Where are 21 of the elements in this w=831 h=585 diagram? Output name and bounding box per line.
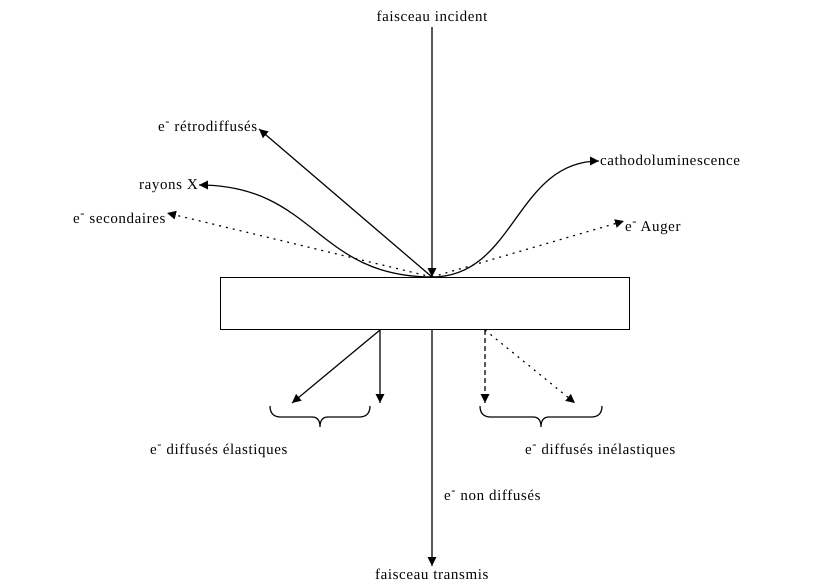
emission-label: e$^{-}$ diffusés élastiques [150,436,288,459]
arrow [258,128,432,278]
emission-label: e$^{-}$ diffusés inélastiques [525,436,676,459]
dotted-arrow [432,219,624,278]
dotted-arrow [166,210,432,278]
arrow [292,330,380,404]
arrow [198,181,432,278]
emission-label: e$^{-}$ Auger [625,212,682,236]
beam-label: faisceau incident [376,8,488,26]
arrow [376,330,384,403]
emission-label: e$^{-}$ rétrodiffusés [158,112,258,136]
dotted-arrow [484,330,576,404]
emission-label: cathodoluminescence [600,152,741,170]
arrow [432,158,600,278]
sample-slab [220,277,630,330]
emission-label: rayons X [139,176,198,194]
arrow [428,330,436,566]
emission-label: e$^{-}$ secondaires [73,204,166,228]
beam-label: faisceau transmis [375,566,489,584]
dotted-arrow [480,330,490,403]
arrow [428,27,436,277]
